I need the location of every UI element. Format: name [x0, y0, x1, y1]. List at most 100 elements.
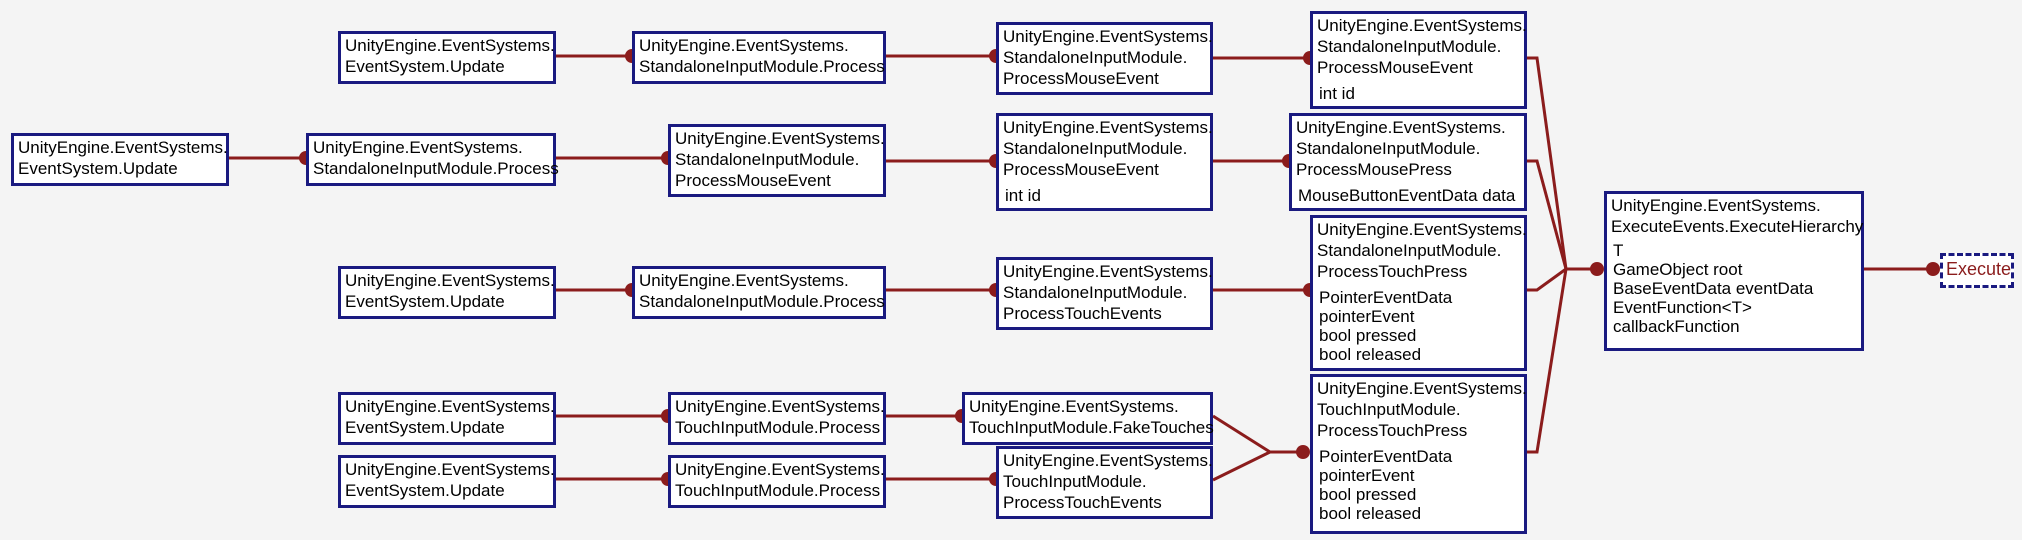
- node-title: UnityEngine.EventSystems. EventSystem.Upd…: [345, 35, 555, 77]
- node-param: EventFunction<T>: [1613, 298, 1752, 317]
- node-title-line: ProcessTouchPress: [1317, 421, 1468, 440]
- node-title-line: TouchInputModule.: [1003, 472, 1147, 491]
- node-param: callbackFunction: [1613, 317, 1740, 336]
- node-param: pointerEvent: [1319, 307, 1415, 326]
- function-node: UnityEngine.EventSystems. StandaloneInput…: [1310, 11, 1527, 109]
- node-param: bool pressed: [1319, 326, 1417, 345]
- node-title-line: Execute: [1946, 259, 2012, 279]
- node-params: int id: [1003, 186, 1206, 205]
- node-params: int id: [1317, 84, 1520, 103]
- node-title-line: EventSystem.Update: [345, 57, 505, 76]
- function-node: UnityEngine.EventSystems. EventSystem.Upd…: [338, 266, 556, 319]
- call-edge: [1527, 56, 1568, 270]
- node-title-line: UnityEngine.EventSystems.: [1317, 379, 1527, 398]
- node-title-line: StandaloneInputModule.: [1296, 139, 1481, 158]
- node-title-line: TouchInputModule.Process: [675, 481, 881, 500]
- edge-port: [1296, 445, 1310, 459]
- execute-target-node: Execute: [1940, 253, 2014, 288]
- node-title: UnityEngine.EventSystems. StandaloneInput…: [1296, 117, 1520, 180]
- function-node: UnityEngine.EventSystems.StandaloneInput…: [996, 113, 1213, 211]
- function-node: UnityEngine.EventSystems. StandaloneInput…: [632, 31, 886, 84]
- node-title-line: UnityEngine.EventSystems.: [313, 138, 523, 157]
- node-title: UnityEngine.EventSystems.StandaloneInput…: [1003, 117, 1213, 180]
- node-title-line: EventSystem.Update: [18, 159, 178, 178]
- function-node: UnityEngine.EventSystems. TouchInputModul…: [668, 455, 886, 508]
- node-title-line: UnityEngine.EventSystems.: [639, 36, 849, 55]
- node-title: UnityEngine.EventSystems. EventSystem.Upd…: [18, 137, 228, 179]
- node-params: MouseButtonEventData data: [1296, 186, 1520, 205]
- node-title-line: UnityEngine.EventSystems.: [345, 271, 555, 290]
- node-title-line: StandaloneInputModule.Process: [639, 292, 885, 311]
- function-node: UnityEngine.EventSystems. StandaloneInput…: [1289, 113, 1527, 211]
- node-title-line: TouchInputModule.Process: [675, 418, 881, 437]
- function-node: UnityEngine.EventSystems.StandaloneInput…: [306, 133, 559, 186]
- node-title-line: UnityEngine.EventSystems.: [1296, 118, 1506, 137]
- node-title-line: ExecuteEvents.ExecuteHierarchy: [1611, 217, 1864, 236]
- node-param: BaseEventData eventData: [1613, 279, 1814, 298]
- node-title-line: StandaloneInputModule.: [1003, 283, 1188, 302]
- node-title-line: EventSystem.Update: [345, 481, 505, 500]
- function-node: UnityEngine.EventSystems.StandaloneInput…: [668, 124, 886, 197]
- node-title-line: ProcessMousePress: [1296, 160, 1452, 179]
- node-param: bool pressed: [1319, 485, 1417, 504]
- node-title: UnityEngine.EventSystems. StandaloneInput…: [639, 35, 885, 77]
- node-title-line: UnityEngine.EventSystems.: [969, 397, 1179, 416]
- node-title-line: UnityEngine.EventSystems.: [345, 460, 555, 479]
- node-title-line: UnityEngine.EventSystems.: [675, 460, 885, 479]
- node-title: Execute: [1946, 259, 2012, 279]
- node-title-line: ProcessTouchEvents: [1003, 304, 1162, 323]
- call-edge: [1527, 159, 1568, 270]
- node-param: MouseButtonEventData data: [1298, 186, 1516, 205]
- edge-port: [1590, 262, 1604, 276]
- node-title-line: UnityEngine.EventSystems.: [1611, 196, 1821, 215]
- node-title: UnityEngine.EventSystems.TouchInputModul…: [1003, 450, 1213, 513]
- node-title: UnityEngine.EventSystems. StandaloneInput…: [1317, 15, 1527, 78]
- function-node: UnityEngine.EventSystems. EventSystem.Upd…: [338, 31, 556, 84]
- node-title: UnityEngine.EventSystems.StandaloneInput…: [1003, 261, 1213, 324]
- node-title-line: UnityEngine.EventSystems.: [18, 138, 228, 157]
- node-title-line: ProcessMouseEvent: [1317, 58, 1473, 77]
- node-title-line: TouchInputModule.: [1317, 400, 1461, 419]
- node-title-line: UnityEngine.EventSystems.: [1003, 27, 1213, 46]
- node-param: int id: [1319, 84, 1355, 103]
- node-title: UnityEngine.EventSystems.TouchInputModul…: [969, 396, 1214, 438]
- node-param: PointerEventData: [1319, 288, 1453, 307]
- function-node: UnityEngine.EventSystems. TouchInputModul…: [1310, 374, 1527, 534]
- node-param: pointerEvent: [1319, 466, 1415, 485]
- function-node: UnityEngine.EventSystems. EventSystem.Upd…: [11, 133, 229, 186]
- function-node: UnityEngine.EventSystems.TouchInputModul…: [996, 446, 1213, 519]
- node-title: UnityEngine.EventSystems. TouchInputModul…: [675, 396, 885, 438]
- node-title: UnityEngine.EventSystems.StandaloneInput…: [1003, 26, 1213, 89]
- node-title: UnityEngine.EventSystems. StandaloneInput…: [639, 270, 885, 312]
- function-node: UnityEngine.EventSystems. ExecuteEvents.E…: [1604, 191, 1864, 351]
- function-node: UnityEngine.EventSystems.StandaloneInput…: [996, 22, 1213, 95]
- function-node: UnityEngine.EventSystems. TouchInputModul…: [668, 392, 886, 445]
- node-title: UnityEngine.EventSystems. TouchInputModul…: [1317, 378, 1527, 441]
- node-title-line: UnityEngine.EventSystems.: [1317, 16, 1527, 35]
- node-title: UnityEngine.EventSystems.StandaloneInput…: [313, 137, 559, 179]
- node-title-line: UnityEngine.EventSystems.: [675, 129, 885, 148]
- node-title: UnityEngine.EventSystems. TouchInputModul…: [675, 459, 885, 501]
- function-node: UnityEngine.EventSystems.EventSystem.Upd…: [338, 392, 556, 445]
- node-title: UnityEngine.EventSystems.StandaloneInput…: [675, 128, 885, 191]
- node-title-line: UnityEngine.EventSystems.: [675, 397, 885, 416]
- node-title-line: EventSystem.Update: [345, 292, 505, 311]
- node-title: UnityEngine.EventSystems. EventSystem.Upd…: [345, 270, 555, 312]
- call-edge: [1527, 268, 1568, 454]
- function-node: UnityEngine.EventSystems. StandaloneInput…: [632, 266, 886, 319]
- node-title-line: UnityEngine.EventSystems.: [345, 36, 555, 55]
- node-title-line: StandaloneInputModule.: [1003, 139, 1188, 158]
- node-title-line: StandaloneInputModule.: [1317, 37, 1502, 56]
- node-title-line: UnityEngine.EventSystems.: [639, 271, 849, 290]
- node-title: UnityEngine.EventSystems.StandaloneInput…: [1317, 219, 1527, 282]
- call-edge: [1212, 450, 1271, 482]
- node-title-line: StandaloneInputModule.Process: [639, 57, 885, 76]
- node-title-line: UnityEngine.EventSystems.: [1317, 220, 1527, 239]
- call-edge: [1527, 267, 1567, 292]
- function-node: UnityEngine.EventSystems.TouchInputModul…: [962, 392, 1214, 445]
- edge-port: [1926, 262, 1940, 276]
- node-param: T: [1613, 241, 1624, 260]
